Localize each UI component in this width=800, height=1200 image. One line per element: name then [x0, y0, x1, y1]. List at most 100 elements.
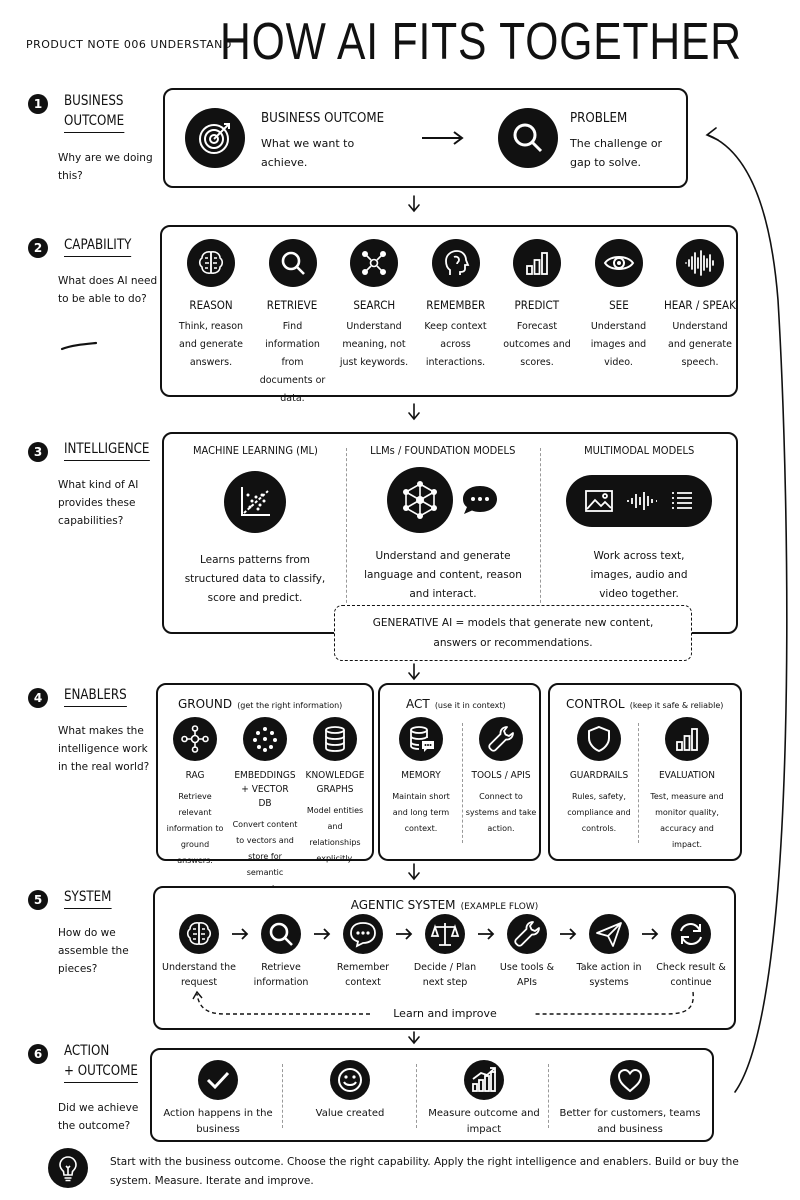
search-icon — [268, 239, 317, 287]
section-question: What does AI need to be able to do? — [58, 275, 158, 305]
business-outcome-text: What we want to achieve. — [261, 137, 355, 169]
capability-text: Find information from documents or data. — [259, 321, 326, 404]
enabler-text: Rules, safety, compliance and controls. — [567, 792, 631, 833]
system-title: AGENTIC SYSTEM — [350, 898, 456, 912]
underline-flourish — [60, 341, 98, 351]
send-icon — [589, 914, 629, 954]
shield-icon — [577, 717, 621, 761]
section-name-line: CAPABILITY — [64, 236, 132, 257]
enabler-text: Retrieve relevant information to ground … — [166, 792, 224, 865]
section-question: What kind of AI provides these capabilit… — [58, 479, 139, 527]
page-title: HOW AI FITS TOGETHER — [220, 13, 742, 71]
enabler-text: Connect to systems and take action. — [465, 792, 537, 833]
system-step: Understand the request — [161, 914, 237, 990]
capability-text: Think, reason and generate answers. — [178, 321, 244, 368]
wrench-icon — [479, 717, 523, 761]
control-item: EVALUATION Test, measure and monitor qual… — [642, 717, 732, 853]
capability-label: SEE — [608, 298, 629, 312]
section-question: What makes the intelligence work in the … — [58, 725, 150, 773]
ground-title: GROUND — [178, 697, 233, 711]
problem-title: PROBLEM — [570, 110, 628, 126]
outcome-label: Measure outcome and impact — [428, 1108, 540, 1135]
head-icon — [431, 239, 480, 287]
enabler-text: Test, measure and monitor quality, accur… — [650, 792, 724, 849]
section-name-line: SYSTEM — [64, 888, 112, 909]
enabler-text: Convert content to vectors and store for… — [232, 820, 298, 893]
act-sub: (use it in context) — [434, 701, 506, 710]
hub-icon — [173, 717, 217, 761]
section-name-line: INTELLIGENCE — [64, 440, 150, 461]
enabler-label: EVALUATION — [658, 770, 715, 781]
capability-label: HEAR / SPEAK — [664, 298, 736, 312]
outcome-panel: Action happens in the business Value crea… — [150, 1048, 714, 1142]
learn-loop-arrow — [192, 990, 694, 1015]
speech-bubble-icon — [463, 486, 497, 514]
enabler-label: GUARDRAILS — [569, 770, 629, 781]
eye-icon — [594, 239, 643, 287]
section-name: ENABLERS — [64, 686, 127, 707]
capability-label: REMEMBER — [426, 298, 485, 312]
section-name-line: BUSINESS — [64, 93, 124, 109]
capability-hear-speak: HEAR / SPEAK Understand and generate spee… — [659, 239, 741, 372]
waveform-icon — [676, 239, 724, 287]
outcome-label: Action happens in the business — [163, 1108, 273, 1135]
enabler-label: MEMORY — [401, 770, 441, 781]
section-name-line: + OUTCOME — [64, 1062, 138, 1083]
brain-icon — [187, 239, 235, 287]
memory-db-icon — [399, 717, 443, 761]
act-title: ACT — [406, 697, 430, 711]
magnifier-icon — [498, 108, 558, 168]
capability-label: REASON — [189, 298, 233, 312]
act-item: TOOLS / APIS Connect to systems and take … — [462, 717, 540, 837]
section-name-line: ENABLERS — [64, 686, 127, 707]
section-name: INTELLIGENCE — [64, 440, 150, 461]
flow-arrow-icon — [232, 928, 249, 940]
system-panel: AGENTIC SYSTEM (EXAMPLE FLOW) Understand… — [153, 886, 736, 1030]
multimodal-column: MULTIMODAL MODELS Work across text, imag… — [540, 444, 738, 604]
section-number: 6 — [28, 1044, 48, 1064]
business-outcome-title: BUSINESS OUTCOME — [261, 110, 385, 126]
generative-ai-note: GENERATIVE AI = models that generate new… — [334, 605, 692, 661]
multimodal-title: MULTIMODAL MODELS — [583, 444, 695, 457]
business-outcome-panel: BUSINESS OUTCOME What we want to achieve… — [163, 88, 688, 188]
capability-label: SEARCH — [353, 298, 395, 312]
outcome-label: Value created — [315, 1108, 385, 1119]
section-number: 4 — [28, 688, 48, 708]
section-name: SYSTEM — [64, 888, 112, 909]
llm-text: Understand and generate language and con… — [364, 550, 522, 600]
system-step-label: Decide / Plan next step — [413, 962, 477, 988]
system-step-label: Take action in systems — [576, 962, 642, 988]
section-number: 2 — [28, 238, 48, 258]
flow-arrow-icon — [560, 928, 577, 940]
capability-reason: REASON Think, reason and generate answers… — [170, 239, 252, 372]
system-sub: (EXAMPLE FLOW) — [460, 902, 539, 912]
smile-icon — [330, 1060, 370, 1100]
capability-label: RETRIEVE — [267, 298, 318, 312]
capability-text: Keep context across interactions. — [424, 321, 487, 368]
system-step-label: Understand the request — [162, 962, 236, 988]
heart-icon — [610, 1060, 650, 1100]
enabler-label: TOOLS / APIS — [471, 770, 531, 781]
ml-column: MACHINE LEARNING (ML) Learns patterns fr… — [164, 444, 346, 608]
section-number: 5 — [28, 890, 48, 910]
check-icon — [198, 1060, 238, 1100]
enabler-label: KNOWLEDGE GRAPHS — [305, 770, 365, 795]
multimodal-icon — [566, 475, 712, 527]
section-question: Why are we doing this? — [58, 152, 153, 182]
llm-column: LLMs / FOUNDATION MODELS Understand and … — [346, 444, 540, 604]
lightbulb-icon — [48, 1148, 88, 1188]
outcome-item: Action happens in the business — [162, 1060, 274, 1138]
control-panel: CONTROL (keep it safe & reliable) GUARDR… — [548, 683, 742, 861]
system-step: Remember context — [325, 914, 401, 990]
footer-text: Start with the business outcome. Choose … — [110, 1156, 739, 1187]
capability-remember: REMEMBER Keep context across interactions… — [415, 239, 497, 372]
arrow-right-icon — [422, 131, 464, 145]
system-step: Check result & continue — [653, 914, 729, 990]
dots-icon — [243, 717, 287, 761]
capability-text: Understand and generate speech. — [668, 321, 732, 368]
intelligence-panel: MACHINE LEARNING (ML) Learns patterns fr… — [162, 432, 738, 634]
